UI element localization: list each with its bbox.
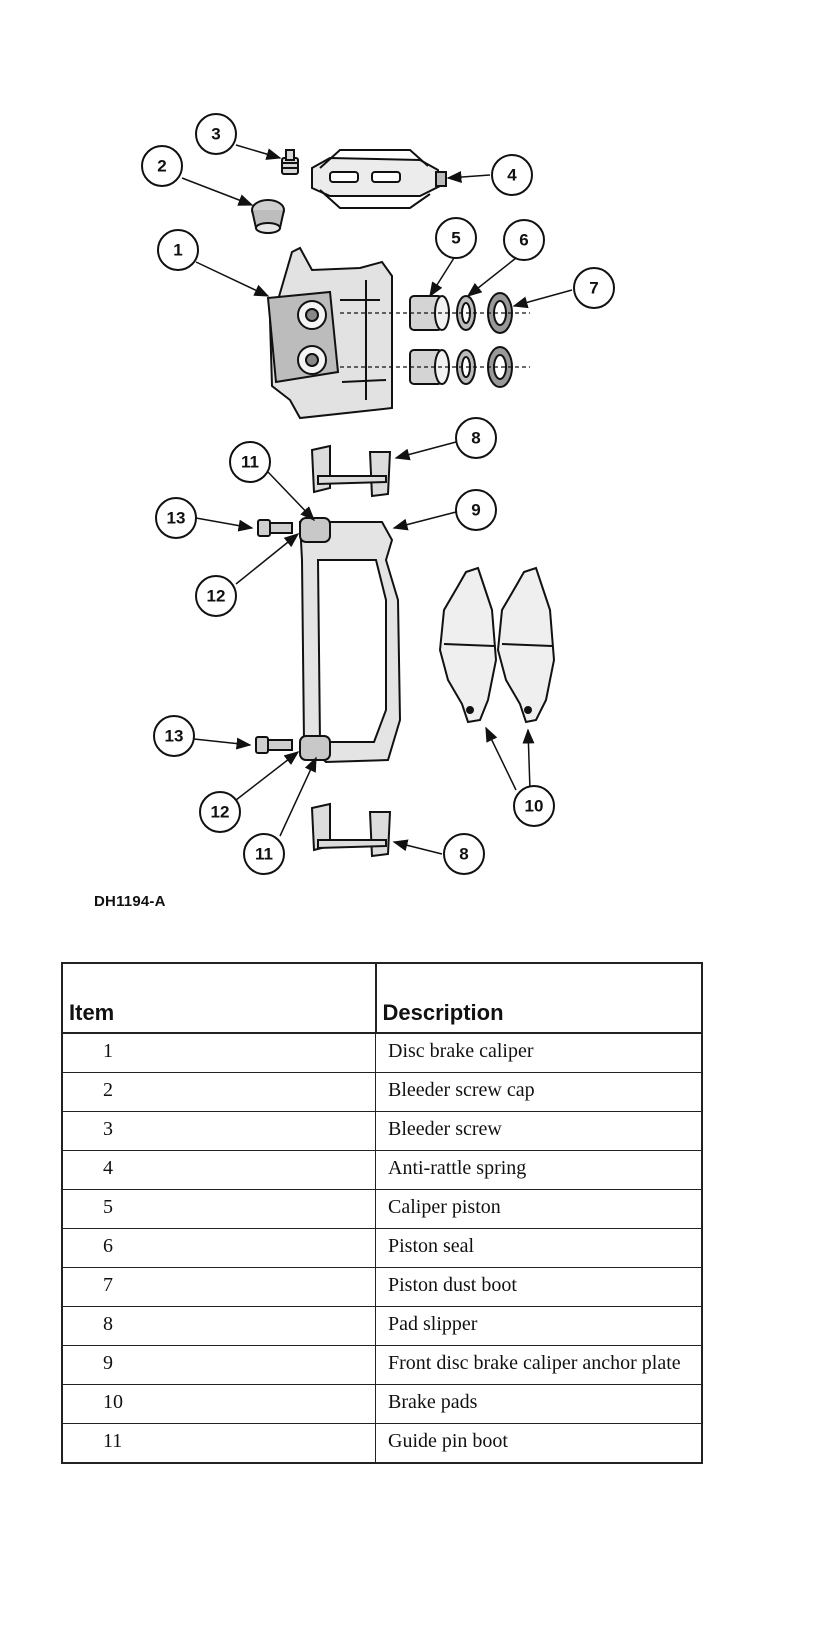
callout-8-lower: 8 [459,845,468,864]
callout-7: 7 [589,279,598,298]
anti-rattle-spring-part [311,149,447,209]
callout-12-upper: 12 [207,587,226,606]
callout-13-upper: 13 [167,509,186,528]
pad-slipper-lower-part [310,802,392,858]
item-description: Brake pads [375,1384,703,1424]
item-number: 1 [61,1032,376,1073]
item-description: Bleeder screw cap [375,1072,703,1112]
item-description: Piston dust boot [375,1267,703,1307]
guide-pin-bolt-lower [255,736,293,754]
item-description: Piston seal [375,1228,703,1268]
item-description: Pad slipper [375,1306,703,1346]
anchor-plate-part [298,517,402,764]
item-description: Front disc brake caliper anchor plate [375,1345,703,1385]
diagram-svg: 3 2 4 1 5 6 7 8 11 9 13 12 13 12 11 10 8 [141,113,615,875]
callout-13-lower: 13 [165,727,184,746]
figure-code: DH1194-A [94,893,166,910]
callout-11-lower: 11 [255,845,273,864]
item-description: Anti-rattle spring [375,1150,703,1190]
item-number: 4 [61,1150,376,1190]
caliper-body-part [266,246,393,420]
guide-pin-bolt-upper [257,519,293,537]
exploded-view-diagram: 3 2 4 1 5 6 7 8 11 9 13 12 13 12 11 10 8 [141,113,615,875]
brake-pad-right-part [496,566,556,724]
callout-11-upper: 11 [241,453,259,472]
item-number: 7 [61,1267,376,1307]
header-description: Description [374,962,703,1034]
piston-seal-boot-lower [340,346,530,388]
callout-6: 6 [519,231,528,250]
pad-slipper-upper-part [310,444,392,498]
item-number: 8 [61,1306,376,1346]
callout-4: 4 [507,166,517,185]
leader-lines [181,144,573,855]
item-number: 6 [61,1228,376,1268]
item-description: Guide pin boot [375,1423,703,1464]
piston-seal-boot-upper [340,292,530,334]
callout-3: 3 [211,125,220,144]
item-description: Bleeder screw [375,1111,703,1151]
callout-8-upper: 8 [471,429,480,448]
bleeder-cap-part [251,199,285,234]
item-description: Caliper piston [375,1189,703,1229]
callout-labels: 3 2 4 1 5 6 7 8 11 9 13 12 13 12 11 10 8 [157,125,598,864]
item-number: 10 [61,1384,376,1424]
table-header-row: Item Description [61,962,703,1034]
callout-12-lower: 12 [211,803,230,822]
item-number: 9 [61,1345,376,1385]
item-number: 3 [61,1111,376,1151]
callout-5: 5 [451,229,460,248]
callout-circles [141,113,615,875]
header-item: Item [61,962,377,1034]
callout-1: 1 [173,241,182,260]
item-number: 5 [61,1189,376,1229]
callout-9: 9 [471,501,480,520]
item-description: Disc brake caliper [375,1032,703,1073]
item-number: 11 [61,1423,376,1464]
callout-2: 2 [157,157,166,176]
item-number: 2 [61,1072,376,1112]
callout-10: 10 [525,797,544,816]
bleeder-screw-part [281,149,299,175]
brake-pad-left-part [438,566,498,724]
